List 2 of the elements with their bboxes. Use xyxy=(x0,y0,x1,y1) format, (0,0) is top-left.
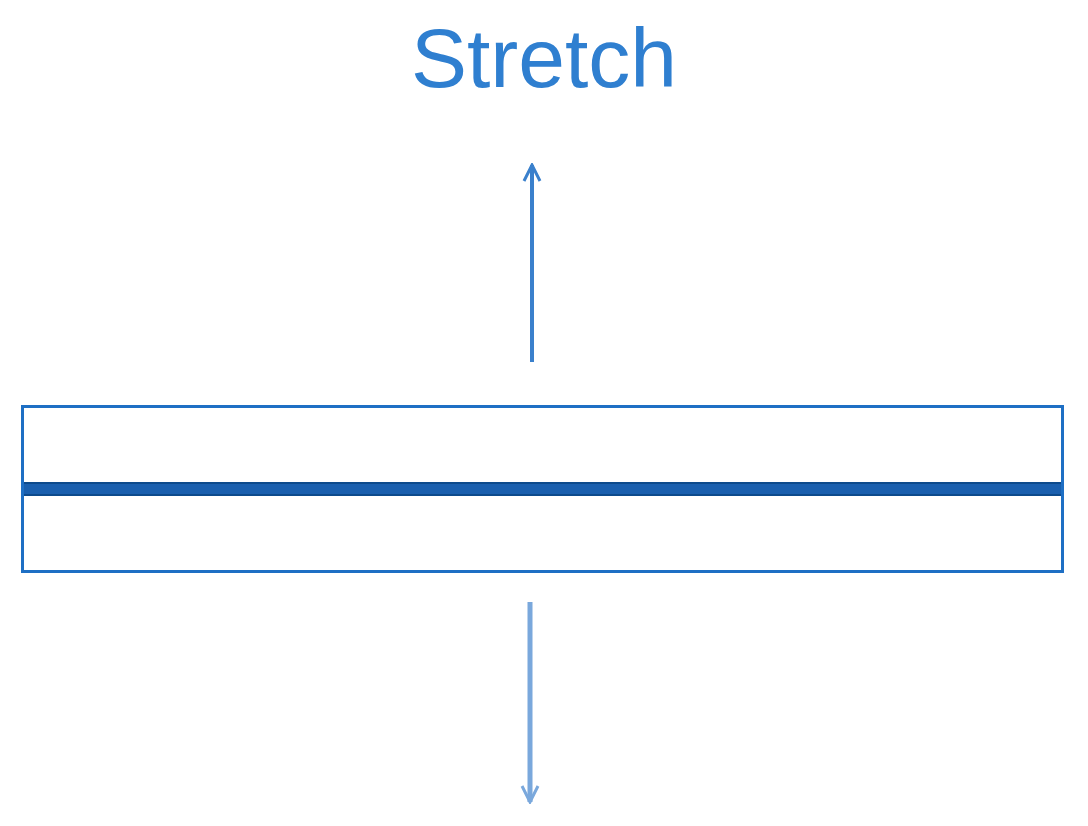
title: Stretch xyxy=(409,10,679,107)
membrane-drawing xyxy=(21,405,1064,573)
